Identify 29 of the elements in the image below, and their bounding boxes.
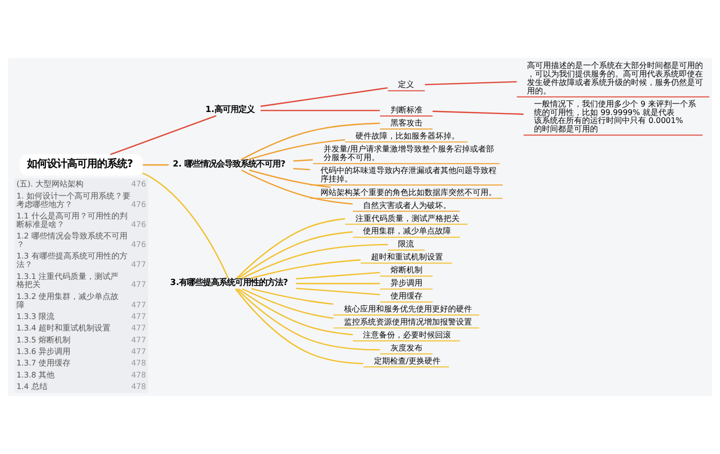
connector — [142, 172, 229, 279]
connector — [249, 170, 330, 188]
connector — [432, 110, 524, 115]
connector — [296, 288, 380, 296]
connector — [242, 288, 334, 319]
connector — [293, 159, 313, 162]
connector — [241, 170, 353, 205]
connector — [240, 122, 380, 160]
node-text: 1.高可用定义 — [205, 104, 254, 114]
connector — [260, 87, 388, 107]
node-text: 2. 哪些情况会导致系统不可用? — [172, 158, 286, 168]
connector — [142, 164, 169, 166]
connector — [424, 81, 517, 86]
connector — [238, 231, 353, 279]
connector — [248, 139, 346, 160]
node-text: 3.有哪些提高系统可用性的方法? — [170, 277, 288, 288]
connector — [110, 115, 216, 156]
connector — [251, 288, 334, 305]
connector — [250, 259, 361, 279]
connector — [235, 288, 364, 364]
connector — [242, 244, 388, 279]
node-box: 如何设计高可用的系统? — [20, 154, 143, 176]
connector — [296, 272, 380, 280]
connector — [236, 288, 380, 350]
connector — [296, 282, 380, 284]
connector — [238, 288, 353, 336]
connector — [260, 110, 380, 112]
connector — [293, 168, 310, 170]
connector — [236, 218, 346, 279]
